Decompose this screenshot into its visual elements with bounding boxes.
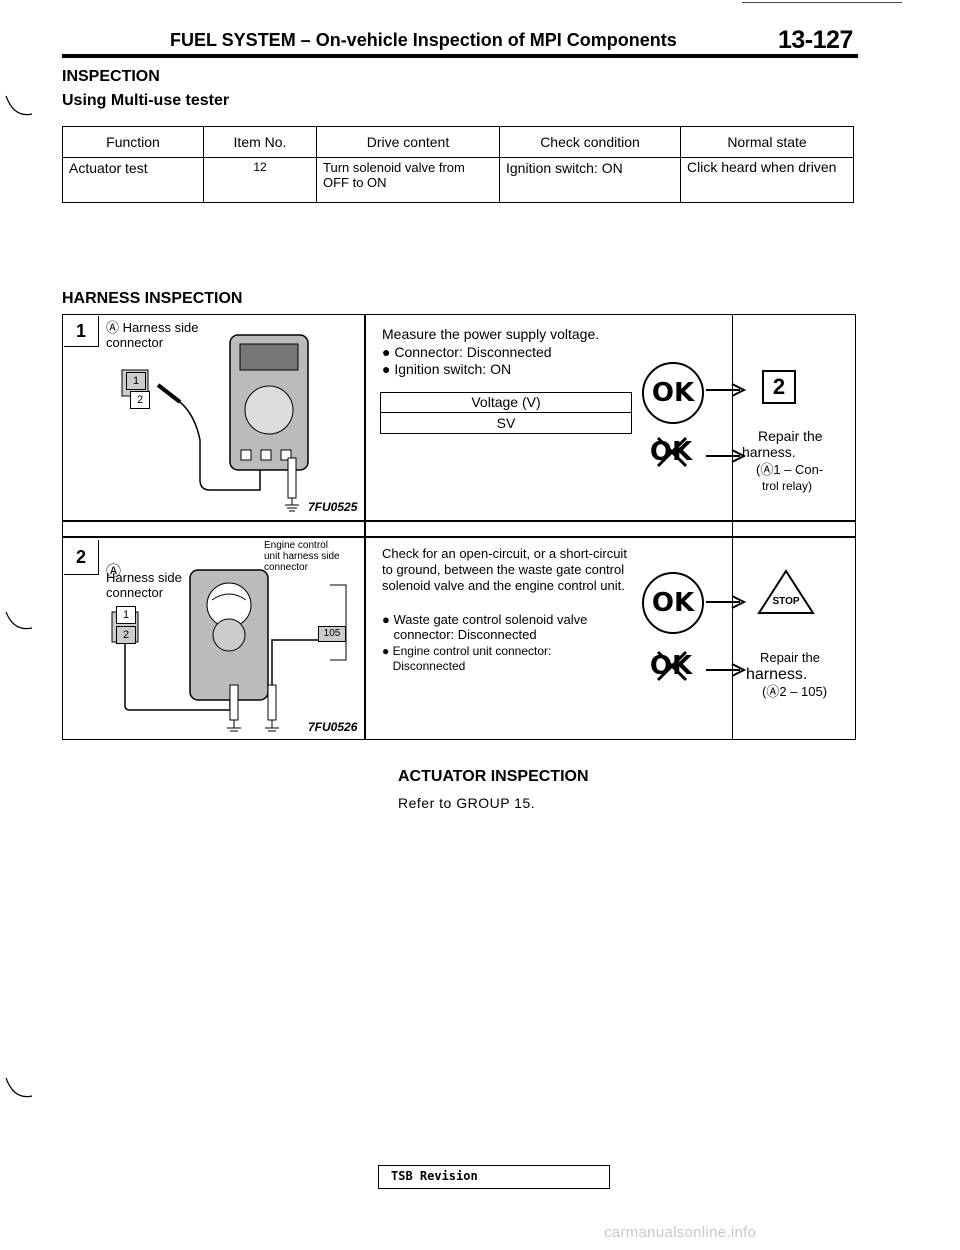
- col-header: Normal state: [680, 126, 854, 158]
- repair-text: Repair the: [758, 428, 823, 444]
- bullet-text: Engine control unit connector: Disconnec…: [392, 644, 552, 673]
- repair-text: harness.: [742, 444, 796, 460]
- step-separator: [62, 520, 856, 522]
- connector-symbol: Ⓐ: [106, 563, 122, 580]
- inspection-heading: INSPECTION: [62, 68, 160, 85]
- pin-label: 2: [130, 391, 150, 409]
- table-cell: Ignition switch: ON: [499, 157, 681, 203]
- connector-label: Ⓐ Harness side connector: [106, 320, 199, 350]
- watermark: carmanualsonline.info: [604, 1224, 757, 1241]
- table-row: Actuator test 12 Turn solenoid valve fro…: [62, 157, 854, 203]
- inspection-subheading: Using Multi-use tester: [62, 92, 230, 109]
- step2-bullet: ● Engine control unit connector: Disconn…: [382, 644, 622, 674]
- top-rule: [742, 2, 902, 3]
- table-cell: Click heard when driven: [680, 157, 854, 203]
- harness-frame: [62, 314, 856, 740]
- stop-label: STOP: [772, 596, 800, 607]
- ecu-pin-label: 105: [318, 626, 346, 642]
- spec-table: Voltage (V) SV: [380, 392, 632, 434]
- tsb-revision-box: TSB Revision: [378, 1165, 610, 1189]
- step1-bullet: ● Ignition switch: ON: [382, 361, 512, 377]
- step1-instruction: Measure the power supply voltage.: [382, 326, 600, 342]
- arrow-right-icon: [706, 383, 747, 397]
- ecu-label: Engine control unit harness side connect…: [264, 540, 340, 573]
- page-header-title: FUEL SYSTEM – On-vehicle Inspection of M…: [170, 30, 677, 50]
- tester-table: Function Item No. Drive content Check co…: [62, 126, 854, 203]
- actuator-heading: ACTUATOR INSPECTION: [398, 768, 589, 785]
- pin-label: 1: [126, 372, 146, 390]
- frame-divider: [364, 314, 366, 740]
- step-separator: [62, 536, 856, 538]
- tsb-label: TSB Revision: [391, 1169, 478, 1183]
- ng-cross-icon: [656, 436, 688, 468]
- step1-bullet: ● Connector: Disconnected: [382, 344, 552, 360]
- pin-label: 1: [116, 606, 136, 624]
- arrow-right-icon: [706, 595, 747, 609]
- stop-triangle-icon: [757, 569, 815, 614]
- frame-divider: [732, 314, 733, 740]
- repair-text: (Ⓐ1 – Con-: [756, 462, 824, 477]
- table-cell: Turn solenoid valve from OFF to ON: [316, 157, 500, 203]
- figure-code: 7FU0525: [308, 500, 358, 514]
- connector-label: Harness side connector: [106, 570, 182, 600]
- step-number: 2: [64, 540, 99, 575]
- bullet-text: Ignition switch: ON: [394, 361, 512, 377]
- repair-text: (Ⓐ2 – 105): [762, 684, 828, 699]
- table-header-row: Function Item No. Drive content Check co…: [62, 126, 854, 158]
- repair-text: harness.: [746, 666, 808, 683]
- ok-mark: OK: [642, 362, 704, 424]
- col-header: Item No.: [203, 126, 317, 158]
- step2-instruction: Check for an open-circuit, or a short-ci…: [382, 546, 627, 593]
- step1-diagram: [121, 334, 309, 512]
- spec-header: Voltage (V): [381, 393, 631, 413]
- step2-bullet: ● Waste gate control solenoid valve conn…: [382, 612, 632, 642]
- table-cell: 12: [203, 157, 317, 203]
- actuator-text: Refer to GROUP 15.: [398, 795, 536, 811]
- step2-diagram: [111, 569, 347, 732]
- col-header: Function: [62, 126, 204, 158]
- arrow-right-icon: [706, 449, 747, 463]
- bullet-text: Waste gate control solenoid valve connec…: [393, 612, 588, 642]
- arrow-right-icon: [706, 663, 747, 677]
- ok-mark: OK: [642, 572, 704, 634]
- bullet-text: Connector: Disconnected: [394, 344, 552, 360]
- binder-marks: [5, 95, 33, 1098]
- repair-text: trol relay): [762, 479, 813, 493]
- col-header: Drive content: [316, 126, 500, 158]
- pin-label: 2: [116, 626, 136, 644]
- figure-code: 7FU0526: [308, 720, 358, 734]
- page-number: 13-127: [778, 26, 853, 54]
- harness-heading: HARNESS INSPECTION: [62, 290, 243, 307]
- header-rule: [62, 54, 858, 58]
- step-number: 1: [64, 316, 99, 347]
- col-header: Check condition: [499, 126, 681, 158]
- repair-text: Repair the: [760, 650, 820, 665]
- spec-value: SV: [496, 415, 516, 431]
- table-cell: Actuator test: [62, 157, 204, 203]
- next-step-box: 2: [762, 370, 796, 404]
- ng-cross-icon: [656, 650, 688, 682]
